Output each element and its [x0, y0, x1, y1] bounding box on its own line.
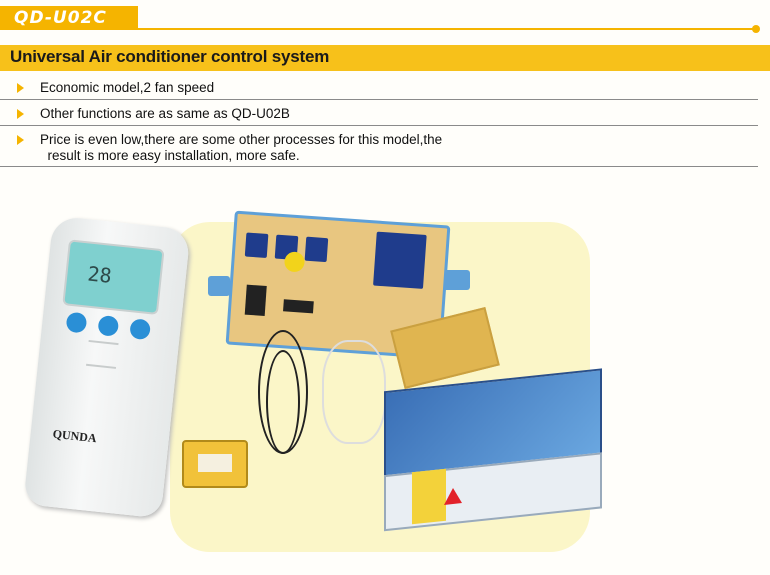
remote-display: 28 — [62, 239, 165, 316]
ic-chip — [283, 299, 314, 314]
transformer-label — [198, 454, 232, 472]
divider — [0, 166, 758, 167]
remote-control: 28 QUNDA — [23, 215, 191, 519]
relay — [244, 232, 269, 258]
product-box — [384, 368, 602, 532]
page-title: Universal Air conditioner control system — [10, 47, 330, 66]
divider — [0, 99, 758, 100]
header-line — [138, 28, 756, 30]
ic-chip — [244, 284, 267, 316]
relay — [304, 236, 329, 263]
title-bar — [0, 45, 770, 71]
connector-wire — [322, 340, 386, 444]
board-bracket — [440, 270, 470, 290]
down-button-icon — [97, 314, 120, 337]
sensor-wire — [266, 350, 300, 454]
divider — [0, 125, 758, 126]
board-bracket — [208, 276, 230, 296]
transformer — [182, 440, 248, 488]
bullet-arrow-icon — [17, 109, 24, 119]
feature-text: Price is even low,there are some other p… — [40, 132, 443, 163]
remote-display-value: 28 — [86, 261, 113, 288]
feature-text: Economic model,2 fan speed — [40, 80, 215, 95]
model-tag: QD-U02C — [0, 6, 138, 30]
remote-brand: QUNDA — [51, 426, 98, 446]
warning-icon — [444, 487, 462, 505]
box-stripe — [412, 468, 446, 525]
header-line-dot — [752, 25, 760, 33]
bullet-arrow-icon — [17, 83, 24, 93]
main-relay — [373, 231, 427, 289]
feature-text: Other functions are as same as QD-U02B — [40, 106, 290, 121]
bullet-arrow-icon — [17, 135, 24, 145]
buzzer — [283, 251, 306, 273]
power-button-icon — [65, 311, 88, 334]
up-button-icon — [129, 318, 152, 341]
remote-grille — [86, 339, 119, 369]
